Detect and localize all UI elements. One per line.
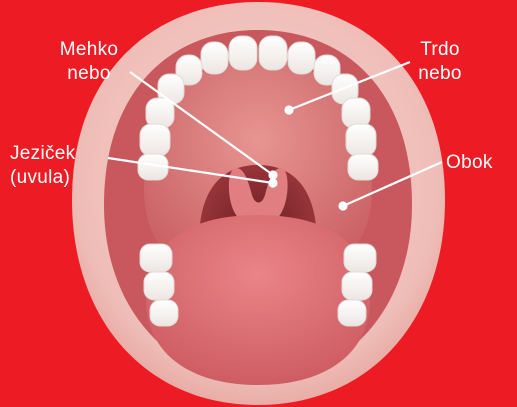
- tongue: [146, 215, 370, 385]
- label-uvula-line1: Jeziček: [10, 142, 110, 166]
- label-soft-palate-line2: nebo: [44, 62, 134, 86]
- label-hard-palate-line1: Trdo: [405, 38, 475, 62]
- label-soft-palate-line1: Mehko: [44, 38, 134, 62]
- label-hard-palate: Trdo nebo: [405, 38, 475, 86]
- label-hard-palate-line2: nebo: [405, 62, 475, 86]
- label-uvula-line2: (uvula): [10, 166, 110, 190]
- label-soft-palate: Mehko nebo: [44, 38, 134, 86]
- label-uvula: Jeziček (uvula): [10, 142, 110, 190]
- label-arch-line1: Obok: [446, 151, 512, 175]
- label-arch: Obok: [446, 151, 512, 175]
